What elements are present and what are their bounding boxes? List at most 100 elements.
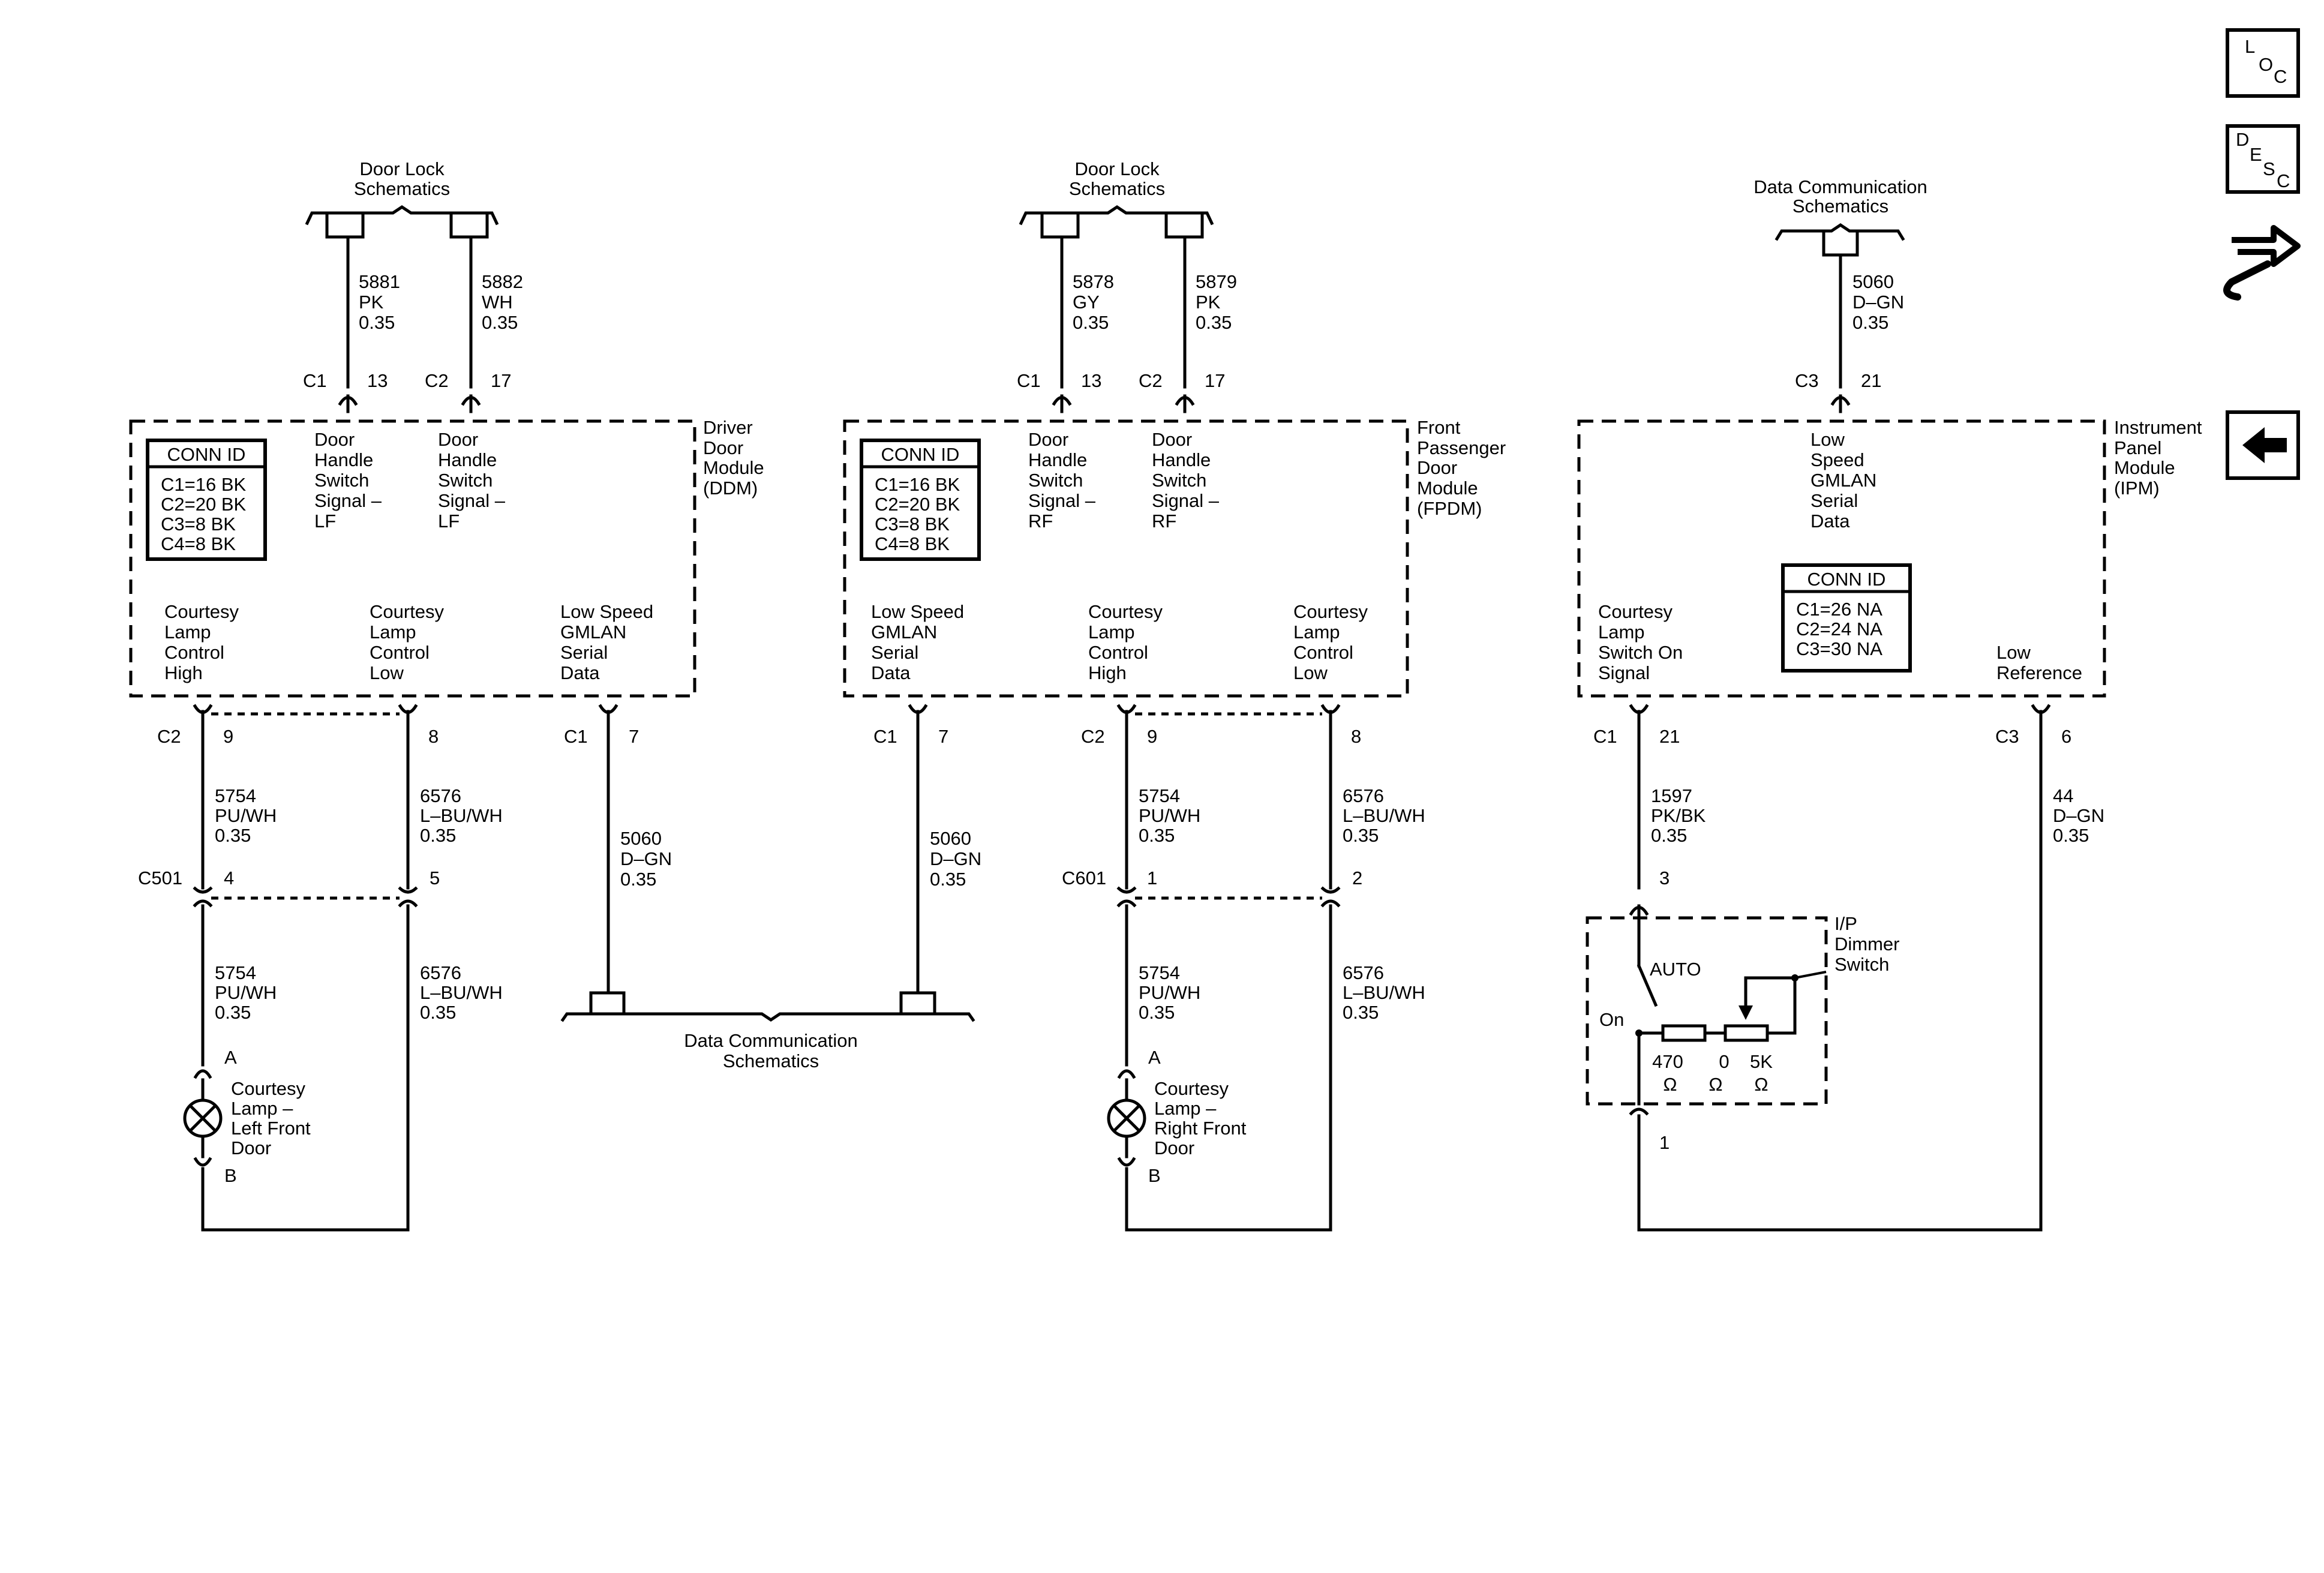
svg-text:C3=30 NA: C3=30 NA: [1796, 638, 1882, 659]
svg-text:GMLAN: GMLAN: [1810, 470, 1876, 491]
wire-label-5878: 5878 GY 0.35: [1073, 271, 1114, 333]
svg-text:Lamp: Lamp: [1293, 622, 1340, 643]
svg-text:Door: Door: [314, 429, 355, 450]
svg-text:(FPDM): (FPDM): [1417, 498, 1482, 519]
svg-text:0.35: 0.35: [1073, 312, 1109, 333]
ddm-signal-lf-1: Door Handle Switch Signal – LF: [314, 429, 382, 532]
wire-label-5879: 5879 PK 0.35: [1196, 271, 1237, 333]
wire-label-44: 44 D–GN 0.35: [2053, 785, 2104, 846]
svg-text:0.35: 0.35: [1139, 825, 1175, 846]
svg-text:Schematics: Schematics: [1792, 196, 1888, 217]
svg-text:C3=8 BK: C3=8 BK: [161, 514, 236, 535]
svg-text:1: 1: [1659, 1132, 1670, 1153]
data-comm-schematics-ref-top: Data Communication Schematics: [1753, 176, 1927, 257]
ipm-module-box: [1577, 419, 2106, 698]
svg-text:WH: WH: [482, 292, 513, 313]
svg-text:6576: 6576: [1343, 962, 1384, 983]
svg-text:5882: 5882: [482, 271, 523, 292]
svg-text:Handle: Handle: [1152, 449, 1211, 470]
svg-text:Control: Control: [1088, 642, 1148, 663]
ddm-top-connector-c2: C2 17: [425, 370, 511, 412]
svg-text:L–BU/WH: L–BU/WH: [420, 805, 503, 826]
ip-dimmer-switch: 3 I/P Dimmer Switch AUTO On 470 0 5K Ω Ω…: [1586, 867, 1900, 1232]
svg-text:L–BU/WH: L–BU/WH: [1343, 982, 1425, 1003]
svg-text:Low Speed: Low Speed: [560, 601, 653, 622]
svg-text:C4=8 BK: C4=8 BK: [161, 533, 236, 554]
connector-wrench-icon[interactable]: [2223, 225, 2301, 301]
svg-text:Switch: Switch: [1834, 954, 1889, 975]
svg-text:Door: Door: [438, 429, 478, 450]
fpdm-signal-rf-1: Door Handle Switch Signal – RF: [1028, 429, 1096, 532]
svg-text:C2: C2: [1139, 370, 1163, 391]
svg-text:Courtesy: Courtesy: [1598, 601, 1673, 622]
svg-text:C2: C2: [425, 370, 449, 391]
back-button[interactable]: [2226, 410, 2300, 480]
ddm-module-box: [129, 419, 696, 698]
wire-label-5060-ddm: 5060 D–GN 0.35: [620, 828, 672, 890]
svg-text:0.35: 0.35: [215, 825, 251, 846]
ddm-signal-lf-2: Door Handle Switch Signal – LF: [438, 429, 506, 532]
svg-text:C1: C1: [1593, 726, 1617, 747]
ddm-bottom-connector-c2-9: C2 9: [157, 706, 233, 747]
svg-text:Right Front: Right Front: [1154, 1118, 1247, 1139]
svg-text:C2=20 BK: C2=20 BK: [875, 494, 960, 515]
svg-text:LF: LF: [314, 511, 336, 532]
svg-text:RF: RF: [1028, 511, 1053, 532]
svg-text:High: High: [1088, 662, 1127, 683]
svg-text:Lamp: Lamp: [1088, 622, 1135, 643]
fpdm-lamp-control-high: Courtesy Lamp Control High: [1088, 601, 1163, 683]
svg-text:Low: Low: [1810, 429, 1845, 450]
svg-text:17: 17: [1205, 370, 1225, 391]
svg-text:3: 3: [1659, 867, 1670, 888]
svg-text:21: 21: [1659, 726, 1680, 747]
desc-button[interactable]: D E S C: [2226, 124, 2300, 194]
svg-text:Reference: Reference: [1996, 662, 2082, 683]
courtesy-lamp-right-front: A B Courtesy Lamp – Right Front Door: [1107, 1047, 1247, 1232]
svg-text:Instrument: Instrument: [2114, 417, 2202, 438]
loc-button[interactable]: L O C: [2226, 28, 2300, 98]
ipm-top-connector-c3: C3 21: [1795, 370, 1881, 412]
svg-text:D–GN: D–GN: [2053, 805, 2104, 826]
svg-text:Courtesy: Courtesy: [1293, 601, 1368, 622]
svg-text:Control: Control: [1293, 642, 1353, 663]
ipm-gmlan: Low Speed GMLAN Serial Data: [1810, 429, 1876, 532]
svg-text:44: 44: [2053, 785, 2073, 806]
svg-text:C1: C1: [873, 726, 897, 747]
svg-text:C1: C1: [564, 726, 588, 747]
svg-text:C1: C1: [1017, 370, 1041, 391]
ipm-switch-on-signal: Courtesy Lamp Switch On Signal: [1598, 601, 1683, 683]
svg-text:Module: Module: [1417, 478, 1478, 499]
svg-text:0.35: 0.35: [1852, 312, 1888, 333]
svg-text:6576: 6576: [420, 962, 461, 983]
svg-text:PU/WH: PU/WH: [215, 982, 277, 1003]
svg-text:A: A: [224, 1047, 237, 1068]
wire-label-5754-ddm-lower: 5754 PU/WH 0.35: [215, 962, 277, 1023]
svg-text:Handle: Handle: [438, 449, 497, 470]
wire-label-5882: 5882 WH 0.35: [482, 271, 523, 333]
svg-text:9: 9: [223, 726, 233, 747]
fpdm-top-connector-c1: C1 13: [1017, 370, 1101, 412]
svg-text:5754: 5754: [215, 962, 256, 983]
svg-text:5754: 5754: [1139, 962, 1180, 983]
door-lock-schematics-ref-middle: Door Lock Schematics: [1019, 158, 1214, 239]
fpdm-module-name: Front Passenger Door Module (FPDM): [1417, 417, 1506, 519]
fpdm-bottom-connector-c1-7: C1 7: [873, 706, 948, 747]
ddm-top-connector-c1: C1 13: [303, 370, 388, 412]
svg-text:Left Front: Left Front: [231, 1118, 311, 1139]
svg-text:0.35: 0.35: [2053, 825, 2089, 846]
svg-text:0.35: 0.35: [420, 825, 456, 846]
loc-letter-c: C: [2274, 66, 2287, 87]
wire-label-5060-fpdm: 5060 D–GN 0.35: [930, 828, 981, 890]
svg-text:Lamp: Lamp: [370, 622, 416, 643]
svg-text:Signal: Signal: [1598, 662, 1650, 683]
svg-text:C1=26 NA: C1=26 NA: [1796, 599, 1882, 620]
svg-text:2: 2: [1352, 867, 1362, 888]
fpdm-conn-id-table: CONN ID C1=16 BK C2=20 BK C3=8 BK C4=8 B…: [860, 439, 981, 561]
ipm-low-reference: Low Reference: [1996, 642, 2082, 683]
svg-text:7: 7: [938, 726, 948, 747]
svg-text:Low: Low: [1293, 662, 1328, 683]
svg-text:C2=20 BK: C2=20 BK: [161, 494, 247, 515]
svg-text:(IPM): (IPM): [2114, 478, 2160, 499]
ref-label-line1: Door Lock: [359, 158, 445, 179]
svg-text:Door: Door: [1154, 1137, 1194, 1158]
